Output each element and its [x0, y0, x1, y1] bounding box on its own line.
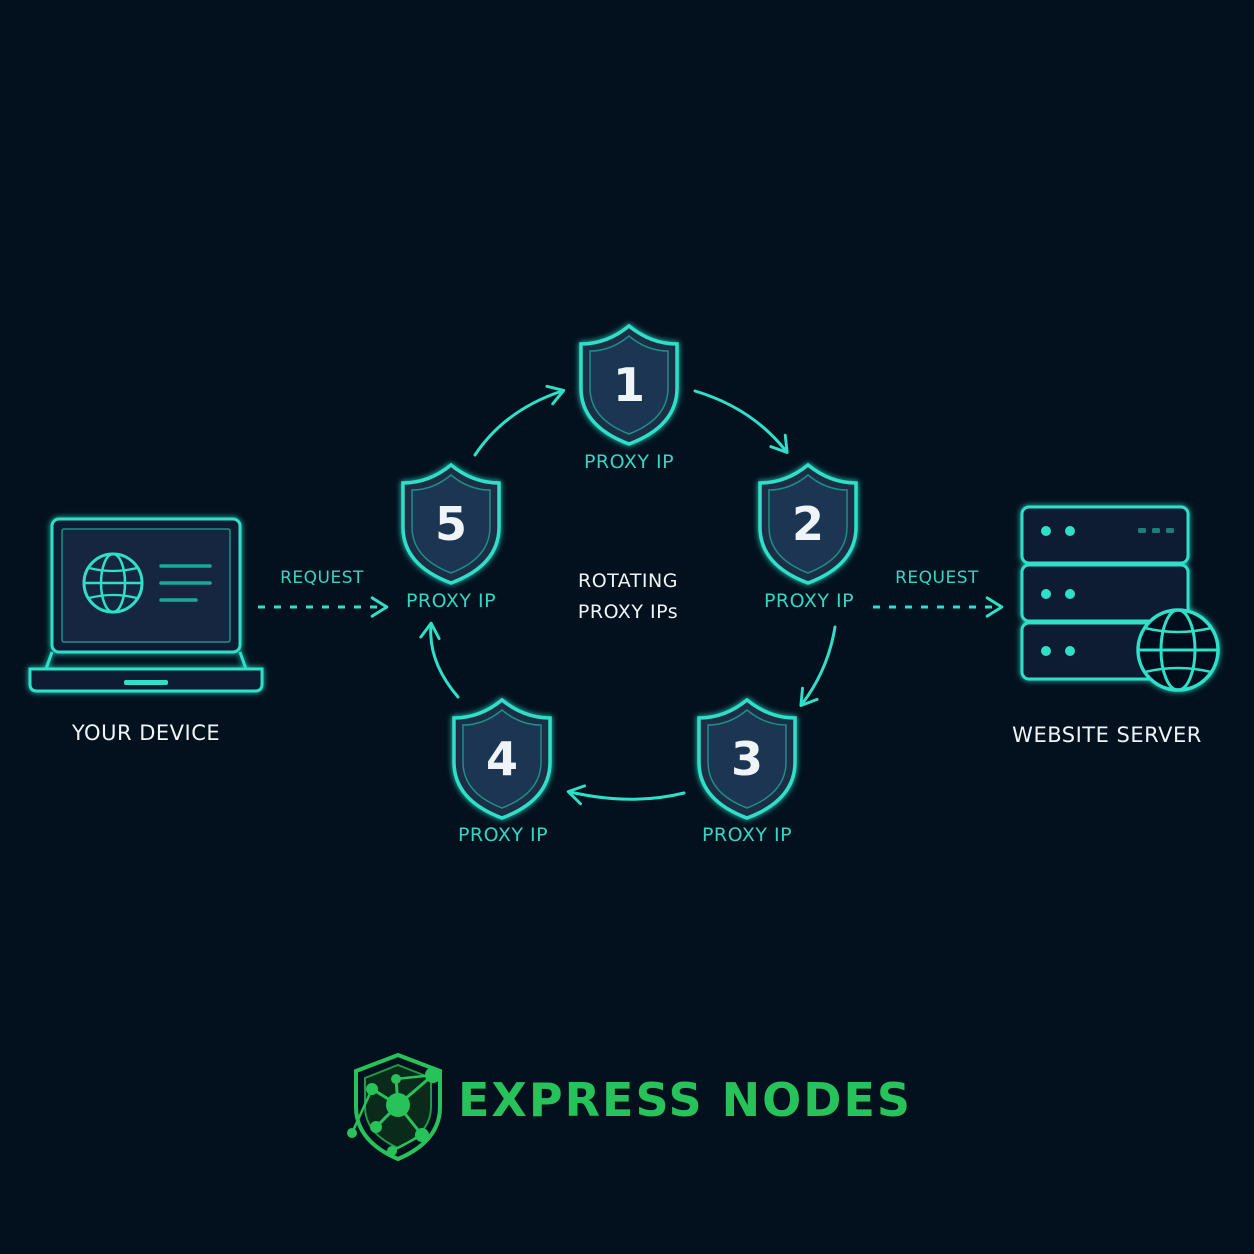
- center-caption: ROTATING PROXY IPs: [578, 566, 678, 628]
- proxy-2-shield-icon: 2: [758, 462, 858, 585]
- proxy-3-shield-icon: 3: [697, 697, 797, 820]
- laptop-globe-icon: [28, 517, 264, 693]
- rotation-arrow-1-to-2: [693, 389, 789, 454]
- proxy-1-shield-icon: 1: [579, 323, 679, 446]
- rotation-arrow-2-to-3: [799, 625, 837, 707]
- proxy-4-shield-icon: 4: [452, 697, 552, 820]
- proxy-2-label: PROXY IP: [763, 590, 855, 612]
- proxy-5-shield-icon: 5: [401, 462, 501, 585]
- rotation-arrow-3-to-4: [566, 784, 686, 806]
- proxy-3-label: PROXY IP: [701, 824, 793, 846]
- brand-name: EXPRESS NODES: [458, 1073, 912, 1127]
- center-caption-line1: ROTATING: [578, 570, 678, 592]
- shield-network-logo-icon: [347, 1052, 442, 1162]
- request-label-left: REQUEST: [280, 568, 364, 588]
- proxy-3-number: 3: [731, 732, 763, 786]
- request-label-right: REQUEST: [895, 568, 979, 588]
- center-caption-line2: PROXY IPs: [577, 601, 679, 623]
- proxy-2-number: 2: [792, 497, 824, 551]
- proxy-1-label: PROXY IP: [583, 451, 675, 473]
- proxy-4-label: PROXY IP: [457, 824, 549, 846]
- proxy-5-number: 5: [435, 497, 467, 551]
- rotation-arrow-4-to-5: [419, 621, 460, 699]
- proxy-4-number: 4: [486, 732, 518, 786]
- rotation-arrow-5-to-1: [473, 384, 566, 457]
- proxy-5-label: PROXY IP: [405, 590, 497, 612]
- device-label: YOUR DEVICE: [71, 721, 221, 745]
- proxy-1-number: 1: [613, 358, 645, 412]
- proxy-shields: 1 2 3 4 5: [401, 323, 858, 820]
- server-label: WEBSITE SERVER: [1012, 723, 1202, 747]
- server-globe-icon: [1020, 505, 1220, 692]
